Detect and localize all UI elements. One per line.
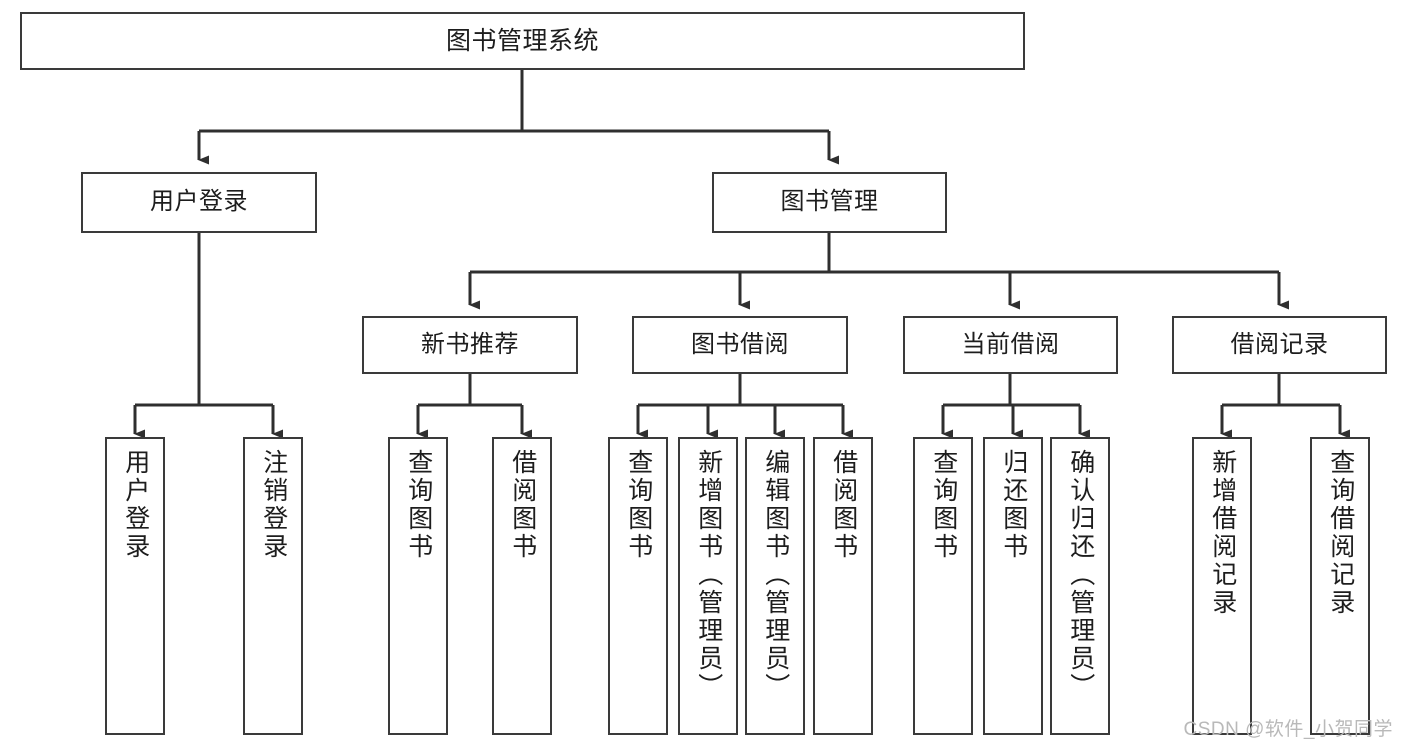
leaf-current-borrow-return-book[interactable]: 归还图书	[983, 437, 1043, 735]
node-label: 图书管理系统	[445, 27, 599, 55]
node-label: 当前借阅	[961, 330, 1060, 358]
node-label: 图书管理	[780, 188, 879, 216]
node-current-borrow[interactable]: 当前借阅	[903, 316, 1118, 374]
node-label: 注销登录	[259, 449, 288, 561]
leaf-user-login-logout[interactable]: 注销登录	[243, 437, 303, 735]
node-root-book-management-system[interactable]: 图书管理系统	[20, 12, 1025, 70]
node-label: 查询借阅记录	[1326, 449, 1355, 617]
node-label: 确认归还（管理员）	[1066, 449, 1095, 701]
node-label: 新书推荐	[421, 330, 519, 358]
node-book-management[interactable]: 图书管理	[712, 172, 947, 233]
node-label: 用户登录	[150, 188, 248, 216]
leaf-book-borrow-edit-book[interactable]: 编辑图书（管理员）	[745, 437, 805, 735]
leaf-current-borrow-confirm-return[interactable]: 确认归还（管理员）	[1050, 437, 1110, 735]
node-label: 借阅记录	[1230, 330, 1329, 358]
leaf-user-login-login[interactable]: 用户登录	[105, 437, 165, 735]
leaf-new-book-query-book[interactable]: 查询图书	[388, 437, 448, 735]
leaf-borrow-record-add-record[interactable]: 新增借阅记录	[1192, 437, 1252, 735]
leaf-book-borrow-borrow-book[interactable]: 借阅图书	[813, 437, 873, 735]
node-label: 借阅图书	[829, 449, 858, 561]
node-label: 用户登录	[121, 449, 150, 561]
node-label: 查询图书	[404, 449, 433, 561]
node-label: 借阅图书	[508, 449, 537, 561]
node-label: 编辑图书（管理员）	[761, 449, 790, 701]
node-label: 图书借阅	[691, 330, 789, 358]
node-borrow-record[interactable]: 借阅记录	[1172, 316, 1387, 374]
leaf-new-book-borrow-book[interactable]: 借阅图书	[492, 437, 552, 735]
node-label: 新增图书（管理员）	[694, 449, 723, 701]
node-new-book-recommend[interactable]: 新书推荐	[362, 316, 578, 374]
leaf-book-borrow-query-book[interactable]: 查询图书	[608, 437, 668, 735]
node-book-borrow[interactable]: 图书借阅	[632, 316, 848, 374]
leaf-current-borrow-query-book[interactable]: 查询图书	[913, 437, 973, 735]
node-label: 归还图书	[999, 449, 1028, 561]
leaf-book-borrow-add-book[interactable]: 新增图书（管理员）	[678, 437, 738, 735]
node-label: 查询图书	[929, 449, 958, 561]
node-label: 新增借阅记录	[1208, 449, 1237, 617]
watermark: CSDN @软件_小贺同学	[1183, 719, 1393, 740]
leaf-borrow-record-query-record[interactable]: 查询借阅记录	[1310, 437, 1370, 735]
node-label: 查询图书	[624, 449, 653, 561]
node-user-login[interactable]: 用户登录	[81, 172, 317, 233]
